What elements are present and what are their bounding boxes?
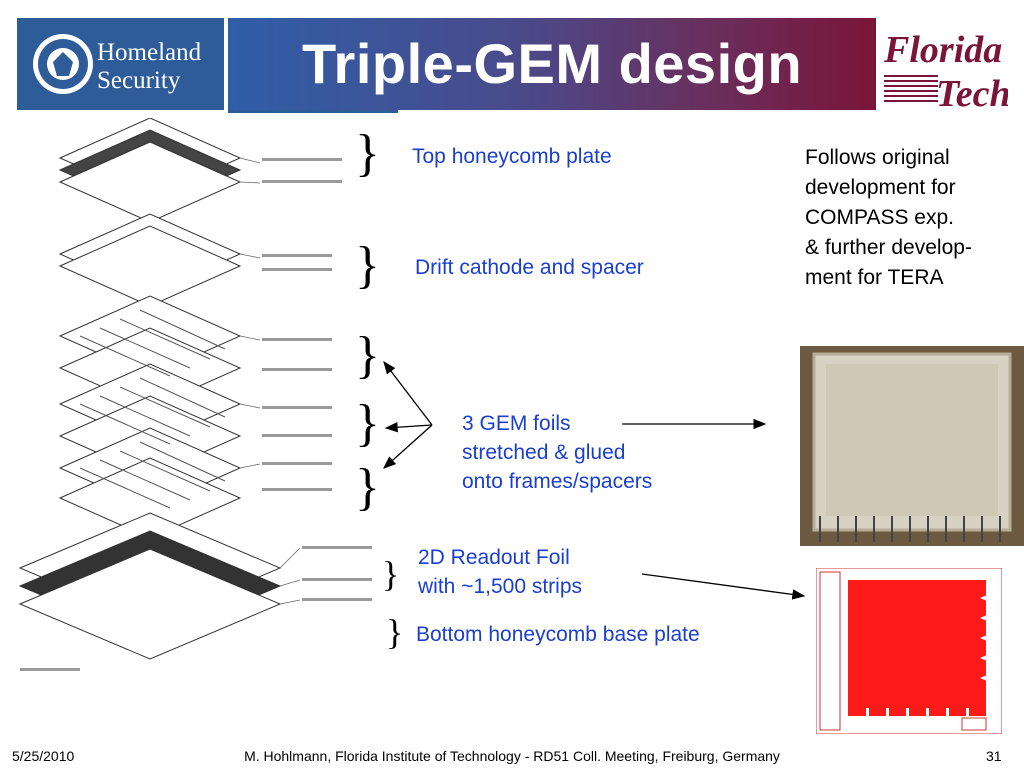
note-text: Follows original development for COMPASS…	[805, 143, 972, 293]
note-line-2: development for	[805, 176, 956, 199]
gem-foil-photo	[800, 346, 1024, 546]
label-gem-foils: 3 GEM foils stretched & glued onto frame…	[462, 409, 652, 496]
homeland-security-logo: Homeland Security	[17, 18, 224, 110]
title-bar	[228, 18, 876, 110]
brace-drift: }	[355, 237, 380, 294]
arrow-to-readout-image	[641, 573, 806, 600]
brace-gem-2: }	[355, 395, 380, 452]
readout-foil-image	[815, 567, 1003, 735]
label-bottom-honeycomb: Bottom honeycomb base plate	[416, 623, 700, 646]
title-underline	[228, 110, 398, 113]
brace-gem-1: }	[355, 327, 380, 384]
brace-gem-3: }	[355, 459, 380, 516]
label-readout-foil: 2D Readout Foil with ~1,500 strips	[418, 543, 582, 601]
footer-credit: M. Hohlmann, Florida Institute of Techno…	[244, 748, 780, 764]
page-number: 31	[986, 748, 1002, 764]
page-title: Triple-GEM design	[301, 32, 803, 95]
arrow-to-gem-1	[383, 360, 433, 426]
note-line-5: ment for TERA	[805, 266, 944, 289]
exploded-gem-diagram	[10, 117, 410, 698]
note-line-3: COMPASS exp.	[805, 206, 954, 229]
gem-foils-line-2: stretched & glued	[462, 441, 626, 464]
label-top-honeycomb: Top honeycomb plate	[412, 145, 612, 168]
note-line-1: Follows original	[805, 146, 950, 169]
arrow-to-gem-2	[384, 422, 433, 433]
label-drift-cathode: Drift cathode and spacer	[415, 256, 644, 279]
footer-date: 5/25/2010	[12, 748, 75, 764]
gem-foils-line-3: onto frames/spacers	[462, 470, 653, 493]
svg-text:Security: Security	[97, 67, 181, 94]
brace-readout: }	[382, 554, 400, 594]
readout-line-2: with ~1,500 strips	[418, 575, 583, 598]
gem-foils-line-1: 3 GEM foils	[462, 412, 571, 435]
readout-line-1: 2D Readout Foil	[418, 546, 570, 569]
brace-bottom: }	[386, 612, 404, 652]
florida-tech-logo: Florida Tech	[880, 16, 1011, 115]
brace-top: }	[355, 125, 380, 182]
arrow-to-gem-3	[383, 424, 433, 469]
svg-text:Florida: Florida	[883, 29, 1002, 71]
svg-text:Homeland: Homeland	[97, 39, 202, 66]
svg-text:Tech: Tech	[936, 73, 1008, 112]
note-line-4: & further develop-	[805, 236, 972, 259]
